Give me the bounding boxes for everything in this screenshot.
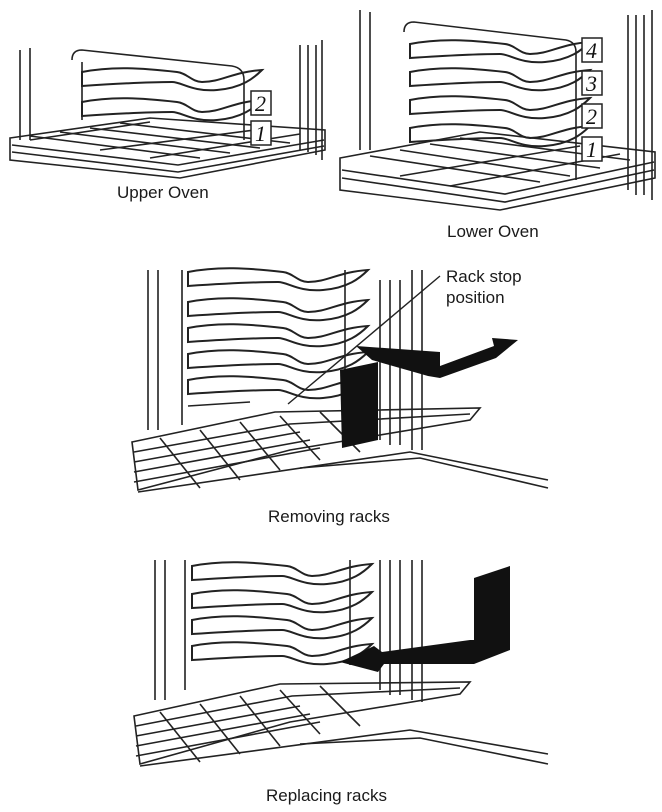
push-in-arrow	[340, 566, 510, 672]
upper-oven-caption: Upper Oven	[117, 183, 209, 202]
rack-position-box	[581, 37, 603, 63]
rack-position-number: 1	[586, 137, 597, 162]
rack-position-box	[250, 90, 272, 116]
replacing-racks-caption: Replacing racks	[266, 786, 387, 805]
rack-stop-leader-line	[287, 275, 441, 405]
upper-oven-illustration	[9, 40, 326, 179]
rack-position-box	[581, 103, 603, 129]
removing-racks-caption: Removing racks	[268, 507, 390, 526]
lower-oven-caption: Lower Oven	[447, 222, 539, 241]
callout-line: position	[446, 288, 505, 307]
replacing-racks-illustration	[133, 560, 549, 767]
callout-line: Rack stop	[446, 267, 522, 286]
rack-position-box	[250, 120, 272, 146]
pull-out-arrow	[340, 338, 518, 448]
rack-position-number: 2	[255, 91, 266, 116]
rack-position-number: 2	[586, 104, 597, 129]
rack-position-number: 4	[586, 38, 597, 63]
rack-position-box	[581, 70, 603, 96]
rack-position-number: 3	[585, 71, 597, 96]
rack-position-number: 1	[255, 121, 266, 146]
upper-rack-position-labels: 2 1	[250, 90, 272, 146]
rack-stop-callout: Rack stop position	[446, 266, 522, 308]
rack-position-box	[581, 136, 603, 162]
lower-rack-position-labels: 4 3 2 1	[581, 37, 603, 162]
lower-oven-illustration	[339, 10, 656, 211]
